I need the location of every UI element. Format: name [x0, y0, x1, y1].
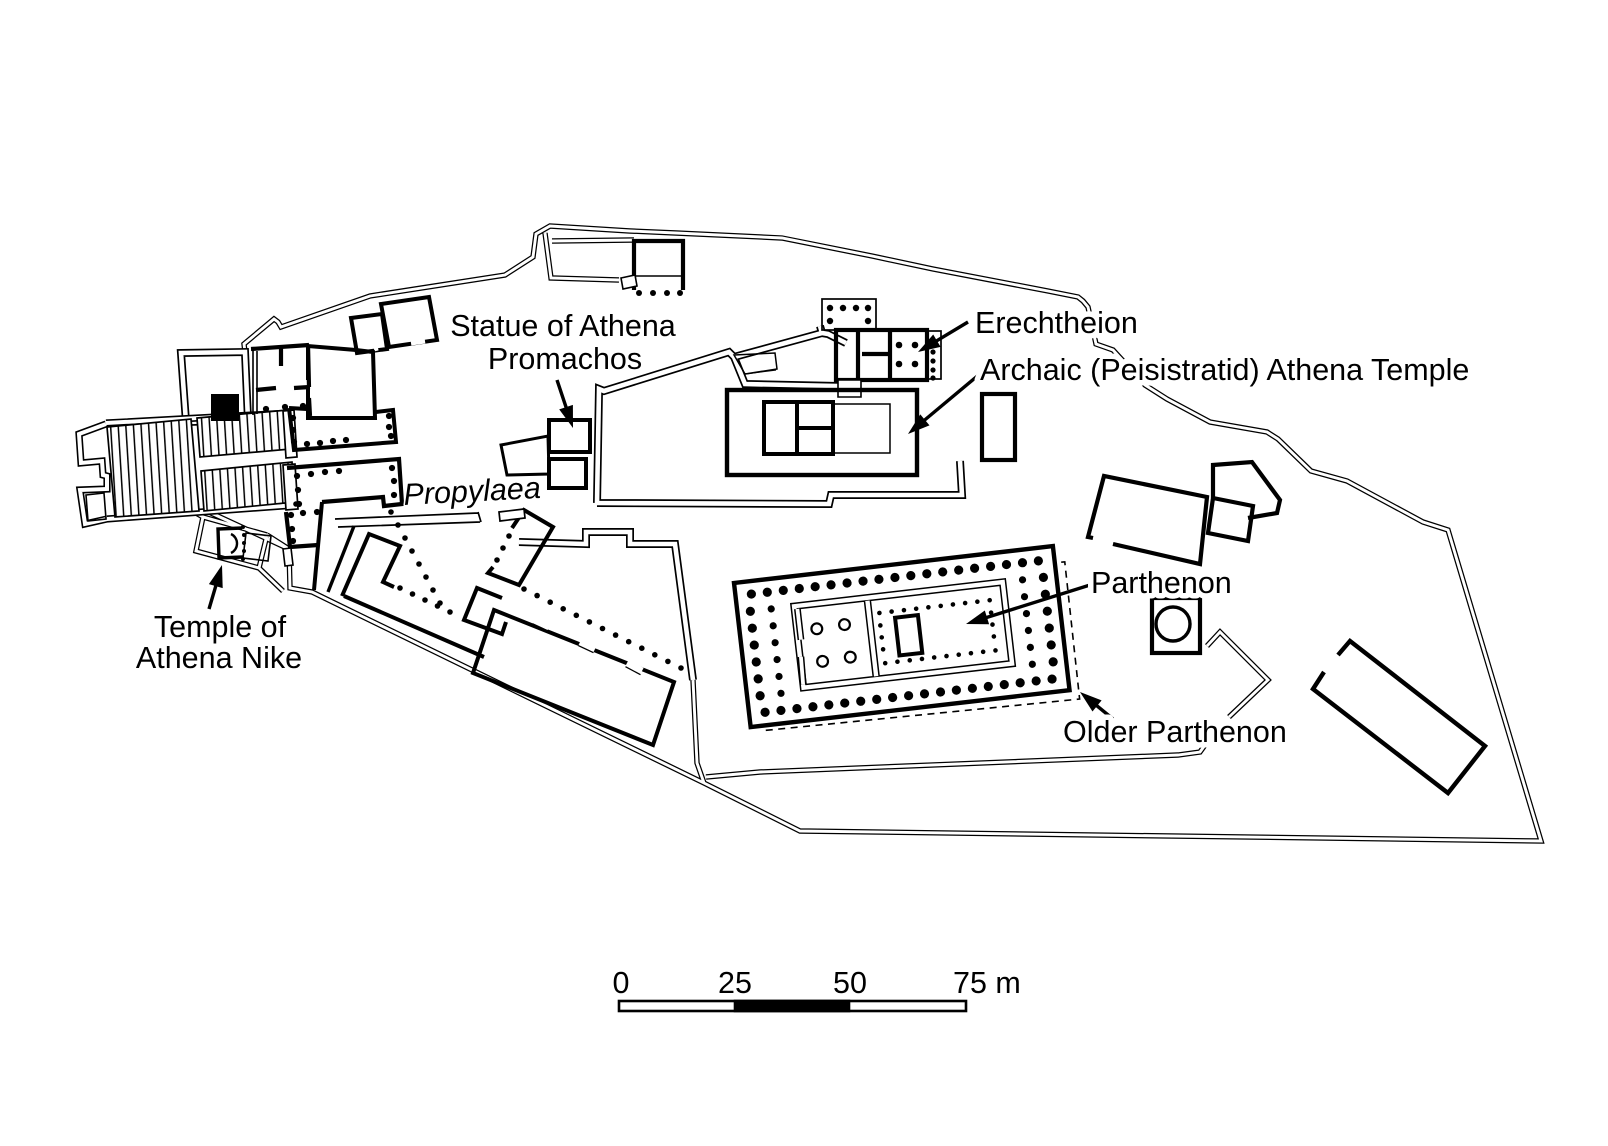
svg-text:Older Parthenon: Older Parthenon — [1063, 715, 1287, 749]
svg-text:Propylaea: Propylaea — [403, 471, 542, 512]
svg-text:Temple of: Temple of — [154, 610, 287, 644]
svg-text:Archaic (Peisistratid) Athena: Archaic (Peisistratid) Athena Temple — [980, 353, 1469, 387]
svg-text:Promachos: Promachos — [488, 342, 642, 376]
svg-text:50: 50 — [833, 966, 867, 1000]
svg-text:Erechtheion: Erechtheion — [975, 306, 1138, 340]
svg-text:75 m: 75 m — [953, 966, 1021, 1000]
svg-text:Statue of Athena: Statue of Athena — [450, 309, 676, 343]
svg-text:25: 25 — [718, 966, 752, 1000]
svg-text:Athena Nike: Athena Nike — [136, 641, 302, 675]
svg-text:0: 0 — [613, 966, 630, 1000]
svg-text:Parthenon: Parthenon — [1091, 566, 1232, 600]
